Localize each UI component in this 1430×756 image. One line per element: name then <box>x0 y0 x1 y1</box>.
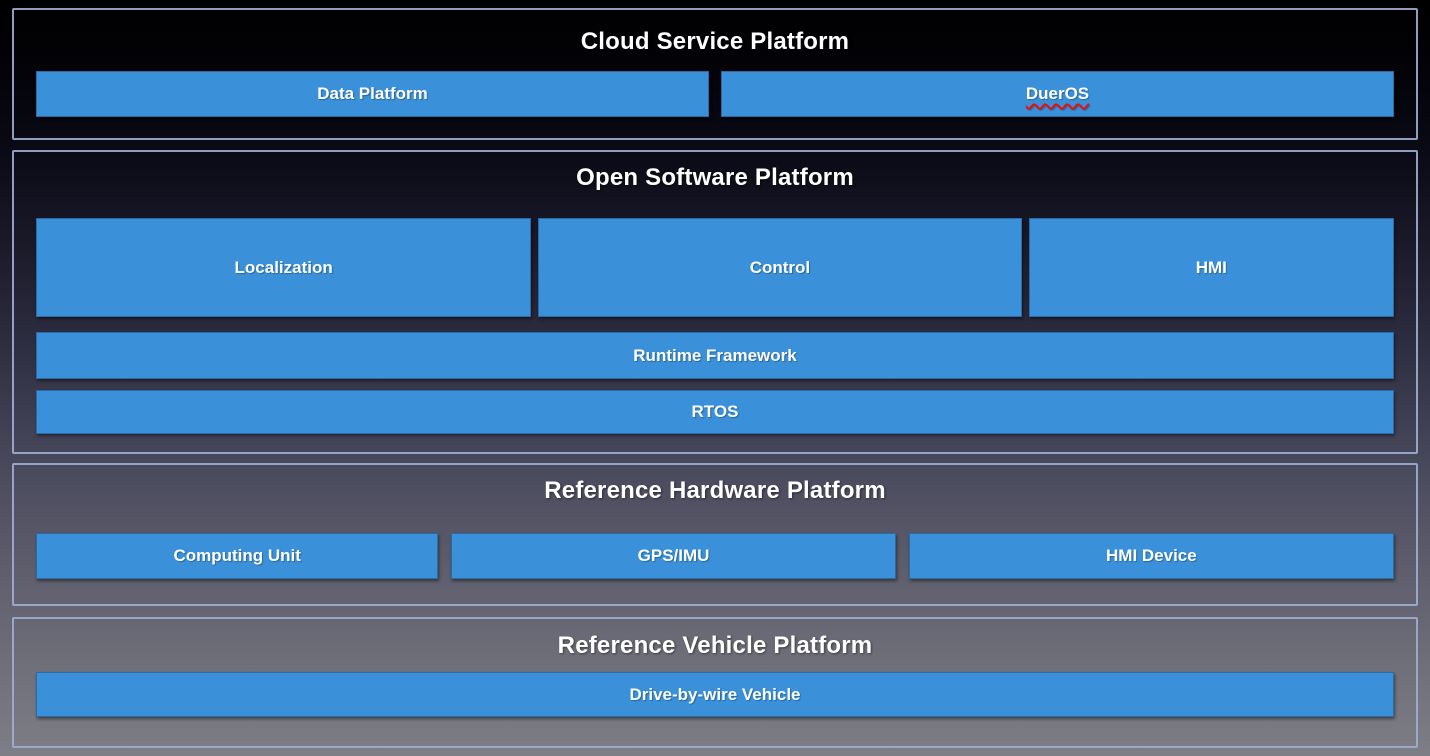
box-hmi: HMI <box>1028 218 1394 317</box>
section-cloud-service-platform: Cloud Service Platform Data Platform Due… <box>12 8 1418 140</box>
section-title: Open Software Platform <box>576 164 854 191</box>
hardware-boxes-row: Computing Unit GPS/IMU HMI Device <box>36 533 1394 579</box>
box-drive-by-wire-vehicle: Drive-by-wire Vehicle <box>36 672 1394 717</box>
software-modules-row: Localization Control HMI <box>36 218 1394 317</box>
box-data-platform: Data Platform <box>36 71 709 117</box>
section-reference-hardware-platform: Reference Hardware Platform Computing Un… <box>12 463 1418 606</box>
runtime-framework-row: Runtime Framework <box>36 332 1394 379</box>
box-rtos: RTOS <box>36 390 1394 434</box>
box-dueros-label: DuerOS <box>1025 84 1090 103</box>
section-open-software-platform: Open Software Platform Localization Cont… <box>12 150 1418 454</box>
box-hmi-device: HMI Device <box>908 533 1394 579</box>
box-localization: Localization <box>36 218 532 317</box>
section-reference-vehicle-platform: Reference Vehicle Platform Drive-by-wire… <box>12 617 1418 748</box>
section-title: Reference Hardware Platform <box>544 477 886 504</box>
rtos-row: RTOS <box>36 390 1394 434</box>
box-control: Control <box>538 218 1022 317</box>
box-gps-imu: GPS/IMU <box>451 533 896 579</box>
box-dueros: DuerOS <box>721 71 1394 117</box>
box-runtime-framework: Runtime Framework <box>36 332 1394 379</box>
vehicle-boxes-row: Drive-by-wire Vehicle <box>36 672 1394 717</box>
section-title: Reference Vehicle Platform <box>557 632 873 659</box>
section-title: Cloud Service Platform <box>580 28 850 55</box>
box-computing-unit: Computing Unit <box>36 533 439 579</box>
cloud-boxes-row: Data Platform DuerOS <box>36 71 1394 117</box>
